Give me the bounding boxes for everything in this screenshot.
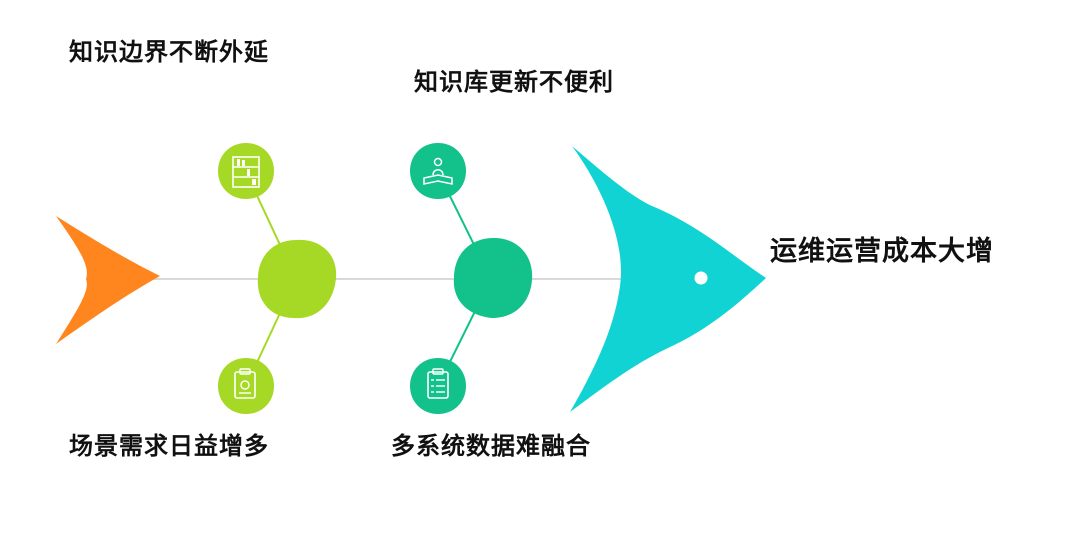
clipboard-gear-icon [218, 358, 274, 414]
cause-label-bottom-left: 场景需求日益增多 [69, 432, 269, 460]
cause-label-top-left: 知识边界不断外延 [69, 38, 269, 66]
fish-head [570, 146, 766, 412]
fish-tail [56, 216, 160, 344]
cause-label-bottom-mid: 多系统数据难融合 [391, 432, 591, 460]
reading-person-icon [410, 143, 466, 199]
hub-node-mid [453, 238, 533, 318]
bookshelf-icon [218, 143, 274, 199]
hub-node-left [257, 239, 337, 319]
cause-label-top-mid: 知识库更新不便利 [414, 68, 614, 96]
checklist-icon [410, 358, 466, 414]
fish-eye [694, 271, 708, 285]
effect-label: 运维运营成本大增 [770, 236, 994, 267]
